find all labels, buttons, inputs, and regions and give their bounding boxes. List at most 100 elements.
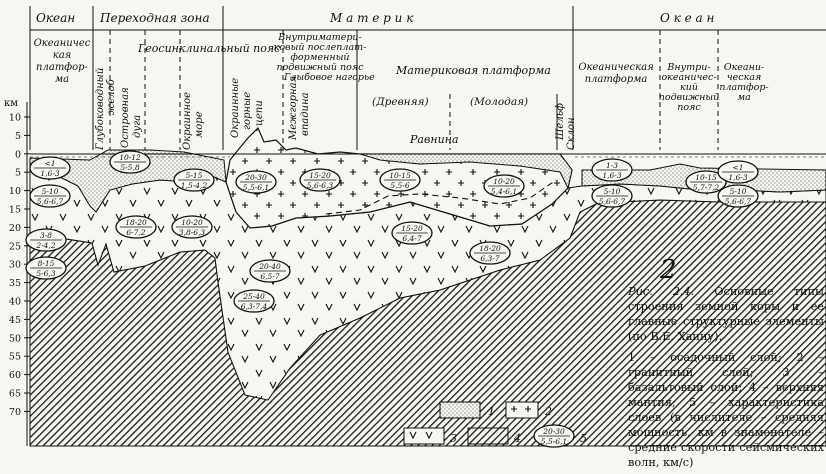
label-mountain-basin: Межгорная (288, 76, 299, 141)
layer-velocity: 1,6-3 (40, 169, 59, 178)
layer-velocity: 5,4-6,1 (491, 187, 517, 196)
header-transition-zone: Переходная зона (99, 11, 210, 25)
axis-tick-label: 45 (9, 315, 21, 326)
label-marginal-sea: Окраинное (182, 92, 193, 150)
layer-label-oval: 18-206,3-7 (469, 241, 511, 265)
label-marginal-mountains-2: горные (242, 92, 253, 130)
label-island-arc-2: дуга (132, 115, 143, 138)
header-continent: М а т е р и к (329, 11, 414, 25)
layer-label-oval: 5-105,6-6,7 (717, 184, 759, 208)
layer-label-oval: 5-151,5-4,2 (173, 168, 215, 192)
header-ocean-right: О к е а н (660, 11, 715, 25)
legend-number: 1 (488, 405, 495, 418)
label-line: Океаническая (578, 62, 653, 73)
layer-velocity: 6,5-7 (260, 272, 279, 281)
label-line: Внутри- (666, 62, 710, 73)
caption-title-text: Основные типы строения земной коры и ее … (628, 285, 824, 343)
layer-thickness: 10-20 (181, 218, 203, 227)
handwritten-figure-number: 2 (659, 255, 677, 285)
layer-thickness: 8-15 (38, 259, 55, 268)
label-slope: Склон (566, 117, 577, 150)
layer-thickness: 20-40 (258, 262, 281, 271)
layer-velocity: 6,3-7,4 (241, 302, 268, 311)
axis-tick-label: 55 (9, 352, 21, 363)
legend-swatch-sediment (439, 401, 481, 419)
label-line: кий (680, 82, 698, 93)
legend-number: 3 (450, 432, 457, 445)
legend-number: 4 (513, 432, 521, 445)
layer-velocity: 5,6-6,7 (37, 197, 64, 206)
axis-tick-label: 30 (9, 260, 21, 271)
layer-velocity: 5,5-6,1 (243, 183, 269, 192)
layer-thickness: 20-30 (244, 173, 267, 182)
layer-label-oval: 10-155,5-6 (379, 168, 421, 192)
layer-velocity: 5-6,3 (36, 269, 55, 278)
axis-tick-label: 20 (9, 223, 21, 234)
caption-legend: 1 – осадочный слой; 2 – гранитный слой; … (628, 351, 824, 469)
label-line: подвижный (659, 92, 719, 103)
layer-thickness: 1-3 (606, 161, 618, 170)
label-ancient: (Древняя) (372, 96, 429, 108)
label-line: платфор- (36, 62, 89, 73)
layer-thickness: 15-20 (401, 224, 423, 233)
axis-tick-label: 70 (9, 407, 21, 418)
layer-thickness: 5-10 (730, 187, 747, 196)
layer-label-oval: 18-206-7,2 (115, 215, 157, 239)
layer-thickness: 5-10 (42, 187, 59, 196)
label-plain: Равнина (409, 133, 459, 146)
layer-label-oval: <11,6-3 (717, 160, 759, 184)
legend-plus-marks (511, 406, 531, 412)
layer-velocity: 1,6-3 (602, 171, 621, 180)
label-oceanic-platform-right: Океаническая платформа (578, 62, 653, 85)
layer-label-oval: 3-82-4,2 (25, 228, 67, 252)
layer-label-oval: <11,6-3 (29, 156, 71, 180)
legend-number: 5 (580, 432, 587, 445)
axis-tick-label: 50 (9, 333, 21, 344)
layer-thickness: 3-8 (40, 231, 52, 240)
label-line: форменный (290, 52, 349, 63)
label-line: кая (53, 50, 72, 61)
label-mountain-basin-2: впадина (300, 92, 311, 136)
layer-thickness: 10-15 (695, 173, 717, 182)
layer-label-oval: 8-155-6,3 (25, 256, 67, 280)
column-oceanic-platform-left: Океаничес кая платфор- ма (34, 38, 91, 85)
label-shelf: Шельф (555, 103, 566, 141)
label-line: ческая (727, 72, 761, 83)
label-line: Океани- (724, 62, 764, 73)
legend-swatch-basalt (403, 427, 445, 445)
label-young: (Молодая) (470, 96, 528, 108)
label-line: платфор- (719, 82, 768, 93)
layer-labels: <11,6-35-105,6-6,73-82-4,28-155-6,310-12… (25, 150, 759, 313)
label-line: пояс (677, 102, 701, 113)
layer-thickness: 18-20 (479, 244, 501, 253)
sediment-layer-platform (359, 153, 573, 190)
layer-label-oval: 10-203,8-6,3 (171, 215, 213, 239)
label-deep-trench: Глубоководный (95, 68, 106, 151)
label-line: ковый послеплат- (274, 42, 367, 53)
granite-inner-boundary (325, 179, 557, 215)
label-line: платформа (585, 74, 648, 85)
layer-velocity: 1,5-4,2 (181, 181, 208, 190)
layer-velocity: 5,5-6 (390, 181, 409, 190)
layer-velocity: 5,6-6,7 (725, 197, 752, 206)
layer-thickness: 25-40 (242, 292, 265, 301)
legend-vee-marks (409, 431, 433, 440)
layer-velocity: 2-4,2 (35, 241, 55, 250)
label-line: ма (55, 74, 69, 85)
label-line: Внутриматери- (277, 32, 362, 43)
layer-thickness: 18-20 (125, 218, 147, 227)
label-marginal-mountains: Окраинные (230, 78, 241, 138)
label-line: океаничес- (661, 72, 716, 83)
layer-velocity: 5,6-6,7 (599, 197, 626, 206)
header-ocean-left: Океан (36, 11, 75, 25)
axis-tick-label: 10 (9, 186, 21, 197)
layer-thickness: 10-20 (493, 177, 515, 186)
label-marginal-sea-2: море (194, 111, 205, 138)
layer-label-oval: 10-125-5,8 (109, 150, 151, 174)
label-marginal-mountains-3: цепи (254, 100, 265, 126)
label-deep-highland: Глыбовое нагорье (283, 72, 375, 83)
layer-label-oval: 20-406,5-7 (249, 259, 291, 283)
figure-caption: Рис. 2.4. Основные типы строения земной … (628, 284, 824, 474)
layer-velocity: 6-7,2 (126, 228, 145, 237)
